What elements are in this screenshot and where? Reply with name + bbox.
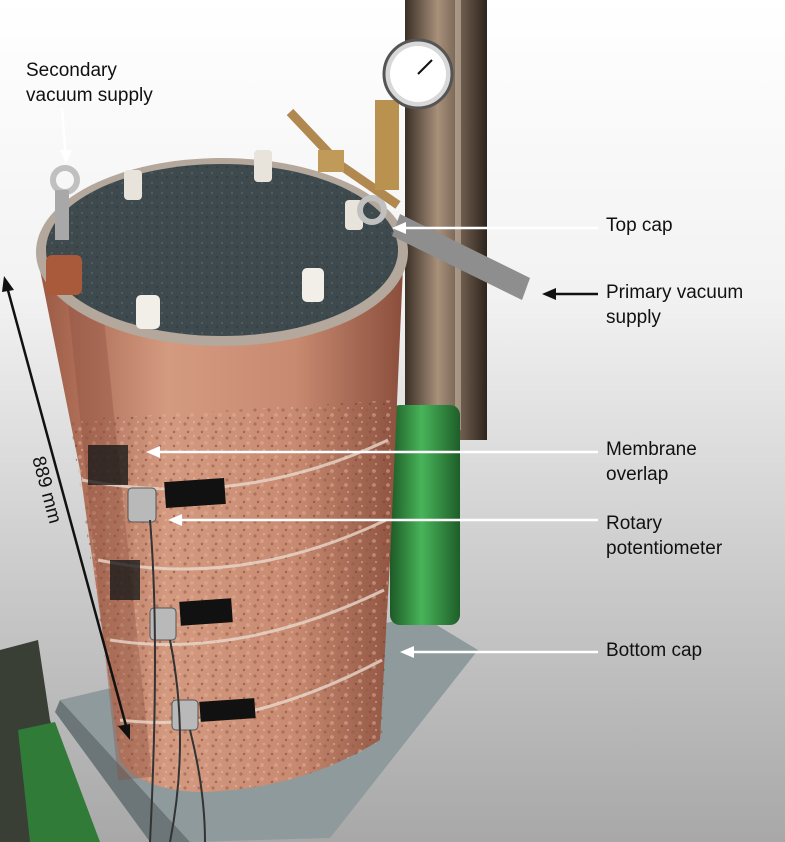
primary-vacuum-supply-label: Primary vacuum supply (606, 280, 743, 330)
height-dimension-line (4, 282, 130, 734)
label-line: Membrane (606, 439, 697, 460)
membrane-overlap-label: Membrane overlap (606, 437, 697, 487)
label-line: overlap (606, 464, 669, 485)
label-line: Primary vacuum (606, 282, 744, 303)
label-line: supply (606, 307, 661, 328)
green-sleeve (390, 405, 460, 625)
label-line: potentiometer (606, 538, 723, 559)
top-cap-label: Top cap (606, 213, 673, 238)
potentiometer (149, 607, 177, 641)
label-line: vacuum supply (26, 85, 153, 106)
secondary-vacuum-supply-label: Secondary vacuum supply (26, 58, 153, 108)
label-line: Bottom cap (606, 640, 703, 661)
rotary-potentiometer-label: Rotary potentiometer (606, 511, 722, 561)
primary-vacuum-pipe (392, 214, 530, 300)
bottom-cap-label: Bottom cap (606, 638, 702, 663)
label-line: Top cap (606, 215, 673, 236)
potentiometer (127, 487, 157, 523)
label-line: Secondary (26, 60, 117, 81)
label-line: Rotary (606, 513, 662, 534)
potentiometer (171, 699, 199, 731)
